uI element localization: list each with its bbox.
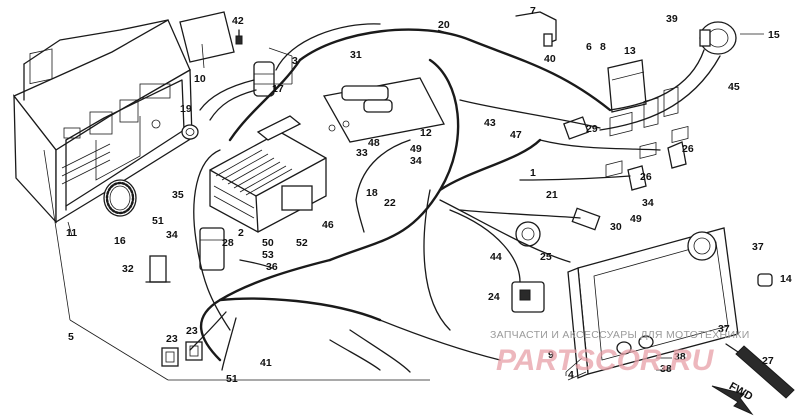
- label-20: 20: [438, 19, 450, 31]
- label-39: 39: [666, 13, 678, 25]
- label-44: 44: [490, 251, 502, 263]
- grommet-19: [181, 124, 199, 140]
- label-38a: 38: [674, 351, 686, 363]
- label-31: 31: [350, 49, 362, 61]
- label-51a: 51: [152, 215, 164, 227]
- label-28: 28: [222, 237, 234, 249]
- label-37b: 37: [718, 323, 730, 335]
- label-34a: 34: [410, 155, 422, 167]
- label-5: 5: [68, 331, 74, 343]
- fwd-arrow: FWD: [711, 380, 755, 416]
- label-40: 40: [544, 53, 556, 65]
- label-33: 33: [356, 147, 368, 159]
- cover-plate: [179, 11, 235, 63]
- watermark: ЗАПЧАСТИ И АКСЕССУАРЫ ДЛЯ МОТОТЕХНИКИ PA…: [490, 329, 750, 377]
- watermark-logo: PARTSCOR.RU: [496, 344, 715, 377]
- cap-14: [757, 273, 773, 287]
- label-2: 2: [238, 227, 244, 239]
- label-25: 25: [540, 251, 552, 263]
- bracket-32: [145, 255, 171, 283]
- label-49a: 49: [410, 143, 422, 155]
- switch-30: [571, 207, 601, 231]
- module-13: [607, 59, 647, 113]
- label-27: 27: [762, 355, 774, 367]
- watermark-text: ЗАПЧАСТИ И АКСЕССУАРЫ ДЛЯ МОТОТЕХНИКИ: [490, 329, 750, 341]
- label-43: 43: [484, 117, 496, 129]
- label-7: 7: [530, 5, 536, 17]
- label-23b: 23: [186, 325, 198, 337]
- label-19: 19: [180, 103, 192, 115]
- label-6: 6: [586, 41, 592, 53]
- label-36: 36: [266, 261, 278, 273]
- leader-lines: [43, 29, 764, 381]
- boot-26b: [627, 165, 647, 191]
- label-24: 24: [488, 291, 500, 303]
- label-18: 18: [366, 187, 378, 199]
- label-34c: 34: [642, 197, 654, 209]
- control-box-housing: [12, 19, 193, 224]
- label-53: 53: [262, 249, 274, 261]
- label-15: 15: [768, 29, 780, 41]
- label-23a: 23: [166, 333, 178, 345]
- label-41: 41: [260, 357, 272, 369]
- relay-28: [199, 227, 225, 271]
- label-22: 22: [384, 197, 396, 209]
- label-35: 35: [172, 189, 184, 201]
- screw-42: [235, 29, 243, 45]
- label-13: 13: [624, 45, 636, 57]
- label-37a: 37: [752, 241, 764, 253]
- gauge-25: [515, 221, 541, 247]
- label-1: 1: [530, 167, 536, 179]
- label-29: 29: [586, 123, 598, 135]
- rubber-ring-16: [103, 179, 137, 217]
- bracket-7: [515, 11, 557, 47]
- rectifier-heatsink: [209, 115, 327, 233]
- connector-23a: [161, 347, 179, 367]
- label-42: 42: [232, 15, 244, 27]
- label-8: 8: [600, 41, 606, 53]
- label-49b: 49: [630, 213, 642, 225]
- label-3: 3: [292, 55, 298, 67]
- label-21: 21: [546, 189, 558, 201]
- connector-17: [253, 61, 275, 97]
- label-52: 52: [296, 237, 308, 249]
- part-labels: 42 10 3 17 20 31 7 6 8 13 40 39 15 45 19…: [66, 5, 792, 385]
- label-11: 11: [66, 227, 77, 239]
- boot-26: [667, 141, 687, 169]
- label-10: 10: [194, 73, 206, 85]
- label-48: 48: [368, 137, 380, 149]
- front-panel: [567, 86, 739, 379]
- label-45: 45: [728, 81, 740, 93]
- switch-29: [563, 116, 589, 140]
- label-14: 14: [780, 273, 792, 285]
- label-16: 16: [114, 235, 126, 247]
- label-30: 30: [610, 221, 622, 233]
- label-34b: 34: [166, 229, 178, 241]
- label-9: 9: [548, 349, 554, 361]
- coil-15: [699, 21, 737, 55]
- label-26a: 26: [682, 143, 694, 155]
- label-32: 32: [122, 263, 134, 275]
- switch-24: [511, 281, 545, 313]
- probe-27: [725, 343, 795, 399]
- bracket-frame: [322, 77, 445, 143]
- label-47: 47: [510, 129, 522, 141]
- label-26b: 26: [640, 171, 652, 183]
- label-17: 17: [272, 83, 284, 95]
- label-38b: 38: [660, 363, 672, 375]
- label-12: 12: [420, 127, 432, 139]
- label-46: 46: [322, 219, 334, 231]
- connector-23b: [185, 341, 203, 361]
- label-50: 50: [262, 237, 274, 249]
- label-4: 4: [568, 369, 574, 381]
- label-51b: 51: [226, 373, 238, 385]
